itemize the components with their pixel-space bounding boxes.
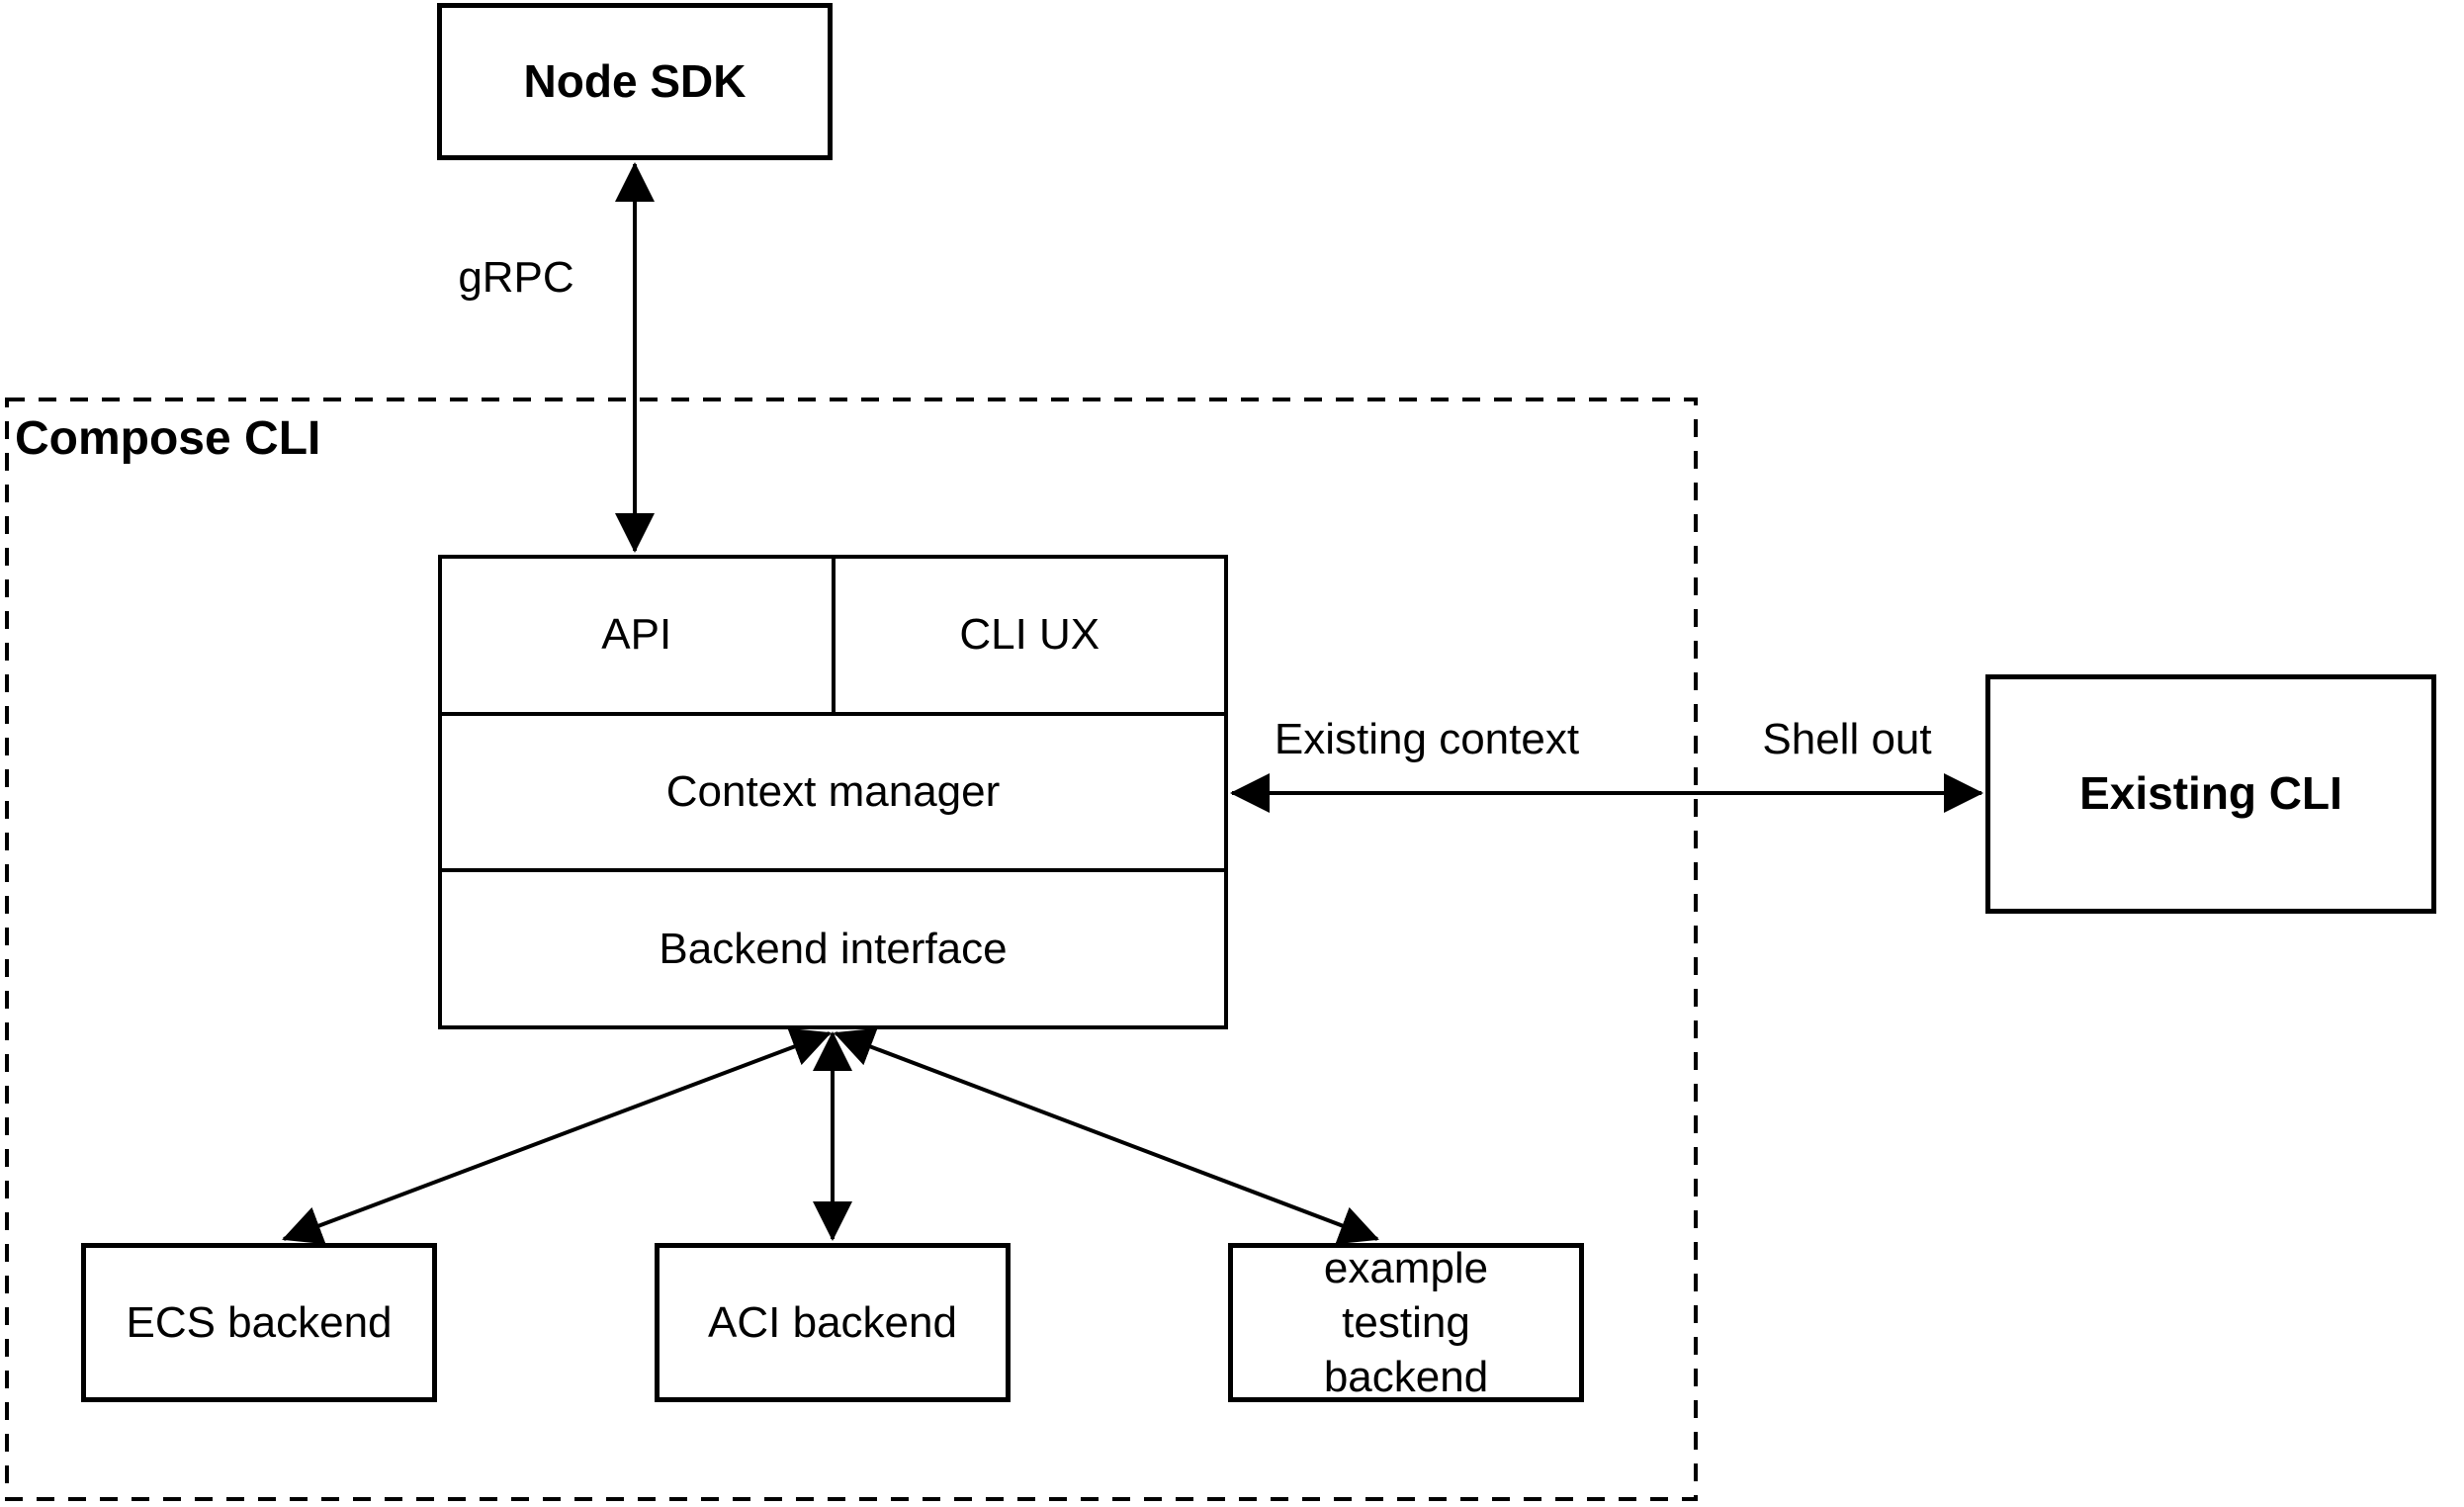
compose-cli-group-label: Compose CLI: [15, 412, 321, 465]
ecs-backend-label: ECS backend: [126, 1298, 393, 1347]
api-label: API: [601, 610, 672, 660]
example-testing-backend-box: example testing backend: [1228, 1243, 1584, 1402]
node-sdk-box: Node SDK: [437, 3, 833, 160]
node-sdk-label: Node SDK: [523, 54, 747, 107]
context-manager-row: Context manager: [442, 711, 1224, 869]
aci-backend-label: ACI backend: [708, 1298, 957, 1347]
cli-ux-cell: CLI UX: [831, 559, 1225, 712]
top-row: API CLI UX: [442, 559, 1224, 712]
cli-ux-label: CLI UX: [959, 610, 1100, 660]
aci-backend-box: ACI backend: [655, 1243, 1011, 1402]
backend-interface-row: Backend interface: [442, 868, 1224, 1025]
context-manager-cell: Context manager: [442, 716, 1224, 869]
existing-context-edge-label: Existing context: [1270, 715, 1584, 764]
compose-cli-core-box: API CLI UX Context manager Backend inter…: [438, 555, 1228, 1029]
existing-cli-box: Existing CLI: [1985, 674, 2436, 914]
ecs-backend-box: ECS backend: [81, 1243, 437, 1402]
shell-out-edge-label: Shell out: [1758, 715, 1936, 764]
context-manager-label: Context manager: [665, 767, 1001, 816]
api-cell: API: [442, 559, 832, 712]
backend-interface-cell: Backend interface: [442, 872, 1224, 1025]
grpc-edge-label: gRPC: [454, 253, 578, 303]
example-testing-backend-label: example testing backend: [1323, 1244, 1489, 1401]
backend-interface-label: Backend interface: [659, 924, 1008, 973]
existing-cli-label: Existing CLI: [2079, 767, 2342, 820]
